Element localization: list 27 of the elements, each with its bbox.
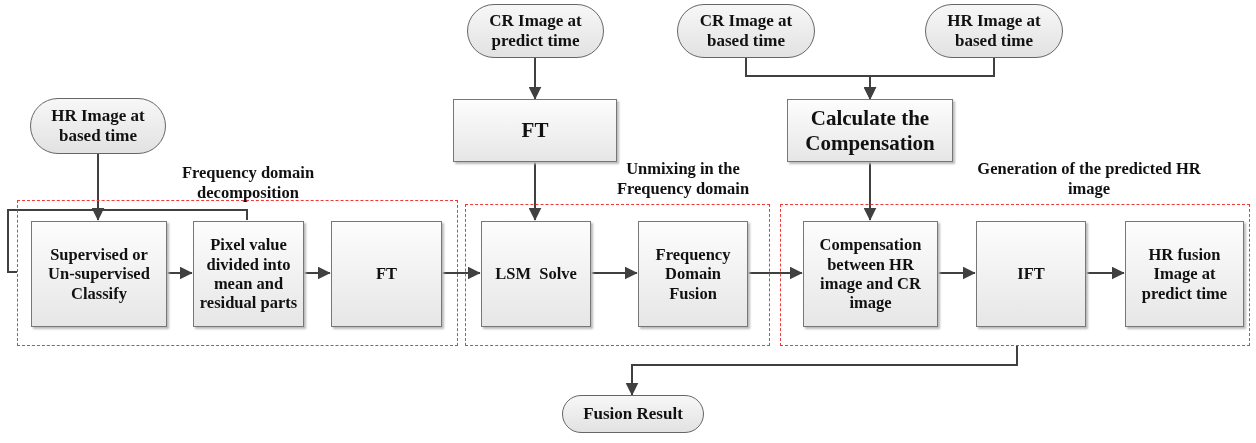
arrow <box>1084 266 1125 280</box>
arrow <box>936 266 976 280</box>
process-box: LSM Solve <box>481 221 591 327</box>
arrow <box>589 266 638 280</box>
arrow <box>440 266 481 280</box>
arrow <box>863 57 995 100</box>
process-box: Frequency Domain Fusion <box>638 221 748 327</box>
group-heading: Generation of the predicted HR image <box>976 159 1202 199</box>
arrow <box>528 161 542 221</box>
process-box: Pixel value divided into mean and residual parts <box>193 221 304 327</box>
process-box: FT <box>331 221 442 327</box>
group-heading: Frequency domain decomposition <box>180 163 316 203</box>
process-box: FT <box>453 99 617 162</box>
arrow <box>746 266 803 280</box>
arrow <box>302 266 331 280</box>
process-box: Supervised or Un-supervised Classify <box>31 221 167 327</box>
process-box: IFT <box>976 221 1086 327</box>
arrow <box>528 57 542 100</box>
arrow <box>165 266 193 280</box>
arrow <box>625 345 1018 396</box>
connector-line <box>7 209 248 273</box>
arrow <box>863 161 877 221</box>
process-box: Compensation between HR image and CR image <box>803 221 938 327</box>
process-box: HR fusion Image at predict time <box>1125 221 1244 327</box>
process-box: Calculate the Compensation <box>787 99 953 162</box>
group-heading: Unmixing in the Frequency domain <box>615 159 751 199</box>
arrow <box>91 153 105 221</box>
